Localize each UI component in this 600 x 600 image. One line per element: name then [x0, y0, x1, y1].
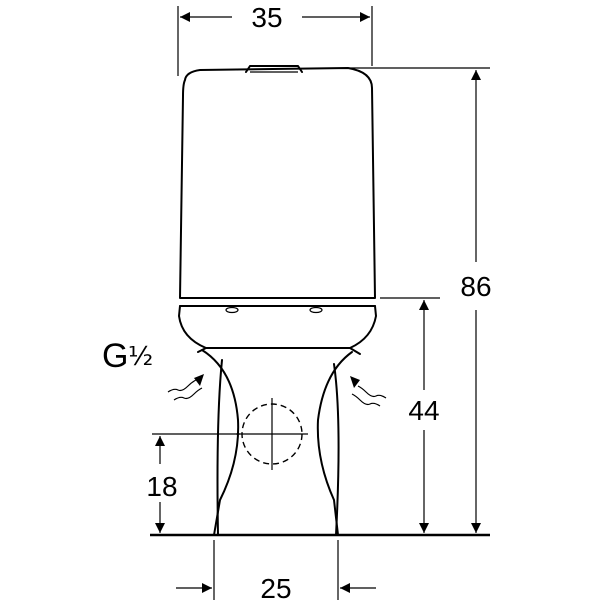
dim-label-86: 86	[460, 271, 491, 302]
dimension-outlet-height: 18	[146, 433, 240, 533]
dim-label-25: 25	[260, 573, 291, 600]
dim-label-35: 35	[251, 2, 282, 33]
thread-size-label: ½	[128, 342, 153, 372]
inlet-arrow-right	[350, 376, 387, 407]
thread-label: G	[102, 337, 128, 375]
bowl	[178, 305, 377, 355]
dim-label-18: 18	[146, 471, 177, 502]
dim-label-44: 44	[408, 395, 439, 426]
connection-label: G ½	[102, 337, 153, 375]
dimension-top-width: 35	[177, 2, 373, 76]
dimension-total-height: 86	[348, 67, 492, 533]
cistern	[179, 65, 376, 314]
pedestal	[201, 349, 353, 536]
dimension-seat-height: 44	[380, 297, 440, 533]
outlet-marker	[236, 398, 308, 470]
inlet-arrow-left	[167, 374, 204, 401]
dimension-base-width: 25	[176, 540, 376, 600]
